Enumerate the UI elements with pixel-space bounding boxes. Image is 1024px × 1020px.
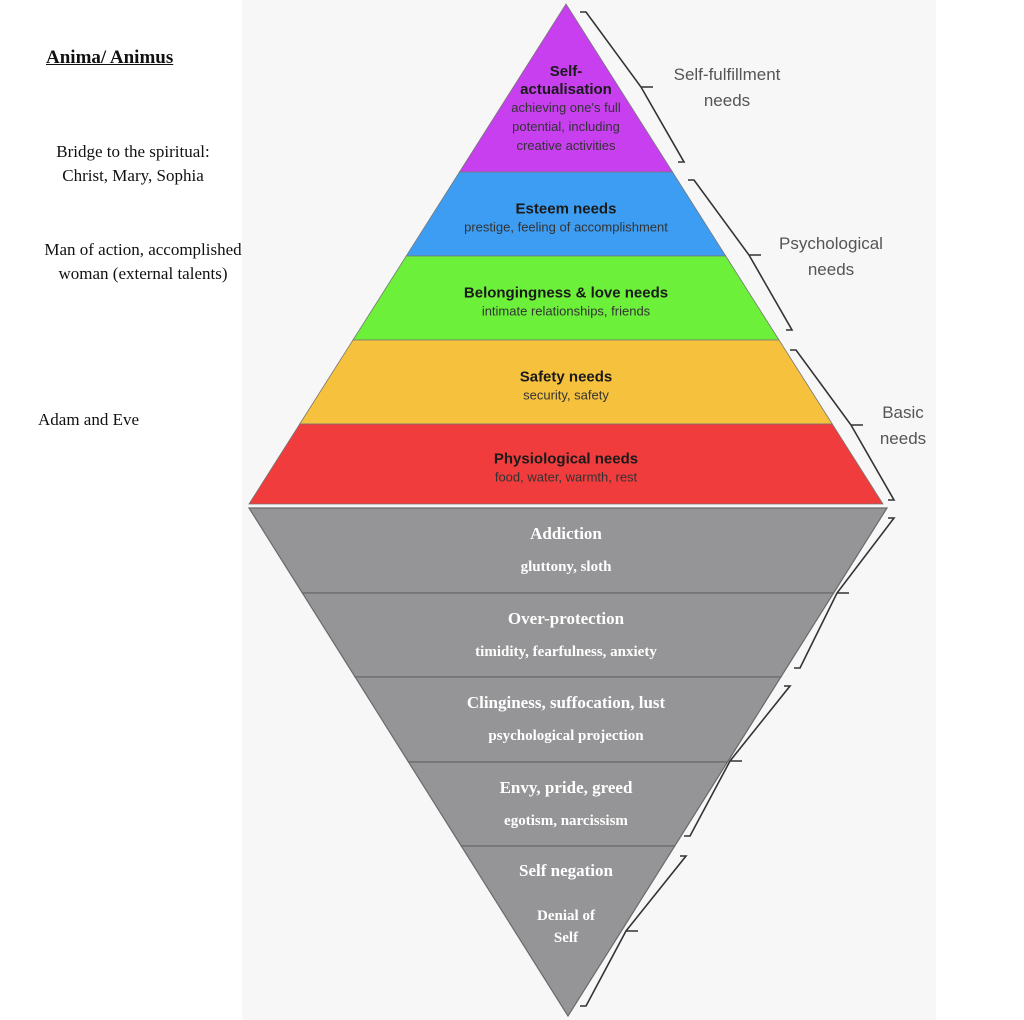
inverted-tier-5	[460, 845, 676, 1018]
group-braces: Self-fulfillmentneedsPsychologicalneedsB…	[580, 11, 926, 1007]
inverted-tier-description: timidity, fearfulness, anxiety	[475, 644, 657, 660]
group-label: needs	[808, 260, 854, 279]
side-note-line: woman (external talents)	[58, 264, 228, 283]
tier-description: creative activities	[517, 138, 616, 153]
inverted-tier-description: egotism, narcissism	[504, 813, 628, 829]
tier-title: Esteem needs	[516, 201, 617, 218]
side-note-adam-eve: Adam and Eve	[38, 408, 139, 432]
inverted-tier-title: Clinginess, suffocation, lust	[467, 693, 666, 712]
inverted-tier-description: gluttony, sloth	[521, 559, 613, 575]
brace-lower-3	[580, 855, 688, 1007]
inverted-tier-description: Denial of	[537, 908, 596, 924]
hierarchy-pyramid: Self-actualisation achieving one's full po…	[248, 3, 884, 505]
pyramid-tier-5	[248, 423, 884, 505]
tier-title: Belongingness & love needs	[464, 285, 668, 302]
tier-description: achieving one's full	[511, 100, 621, 115]
tier-description: intimate relationships, friends	[482, 304, 651, 319]
side-note-action: Man of action, accomplished woman (exter…	[28, 238, 258, 286]
brace-basic	[790, 349, 896, 501]
brace-lower-1	[794, 517, 896, 669]
side-note-line: Bridge to the spiritual:	[56, 142, 210, 161]
tier-description: security, safety	[523, 388, 609, 403]
inverted-tier-title: Addiction	[530, 524, 602, 543]
group-label: Psychological	[779, 234, 883, 253]
tier-title: Self-	[550, 63, 583, 80]
brace-self-fulfillment	[580, 11, 686, 163]
brace-lower-2	[684, 685, 792, 837]
anima-animus-heading: Anima/ Animus	[46, 47, 174, 68]
tier-description: prestige, feeling of accomplishment	[464, 220, 668, 235]
tier-description: food, water, warmth, rest	[495, 470, 638, 485]
side-note-line: Christ, Mary, Sophia	[62, 166, 204, 185]
side-note-spiritual: Bridge to the spiritual: Christ, Mary, S…	[28, 140, 238, 188]
side-note-line: Adam and Eve	[38, 410, 140, 429]
tier-description: potential, including	[512, 119, 620, 134]
group-label: needs	[880, 429, 926, 448]
inverted-tier-title: Envy, pride, greed	[500, 778, 633, 797]
inverted-tier-description: psychological projection	[488, 728, 644, 744]
tier-title: Physiological needs	[494, 451, 638, 468]
group-label: Self-fulfillment	[674, 65, 781, 84]
inverted-tier-description: Self	[554, 930, 579, 946]
tier-title: actualisation	[520, 81, 612, 98]
side-note-line: Man of action, accomplished	[44, 240, 242, 259]
inverted-tier-title: Self negation	[519, 861, 614, 880]
inverted-tier-1	[247, 507, 889, 594]
inverted-tier-4	[407, 761, 729, 847]
tier-title: Safety needs	[520, 369, 613, 386]
inverted-tier-2	[301, 592, 835, 678]
inverted-tier-title: Over-protection	[508, 609, 625, 628]
inverted-tier-3	[354, 676, 782, 763]
brace-psychological	[688, 179, 794, 331]
group-label: Basic	[882, 403, 924, 422]
group-label: needs	[704, 91, 750, 110]
